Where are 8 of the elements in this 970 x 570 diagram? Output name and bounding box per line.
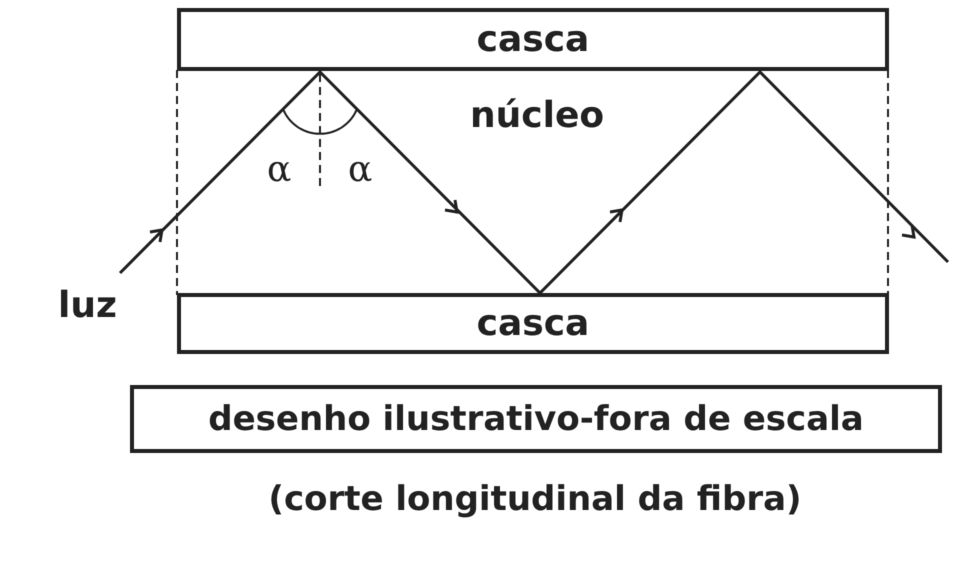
angle-label: α xyxy=(267,152,292,188)
angle-label: α xyxy=(348,152,372,188)
light-label: luz xyxy=(58,288,117,324)
core-label: núcleo xyxy=(470,98,604,134)
cladding-layer: casca xyxy=(177,293,889,354)
caption: (corte longitudinal da fibra) xyxy=(267,482,803,516)
cladding-layer: casca xyxy=(177,8,889,71)
note-box: desenho ilustrativo-fora de escala xyxy=(130,385,942,453)
